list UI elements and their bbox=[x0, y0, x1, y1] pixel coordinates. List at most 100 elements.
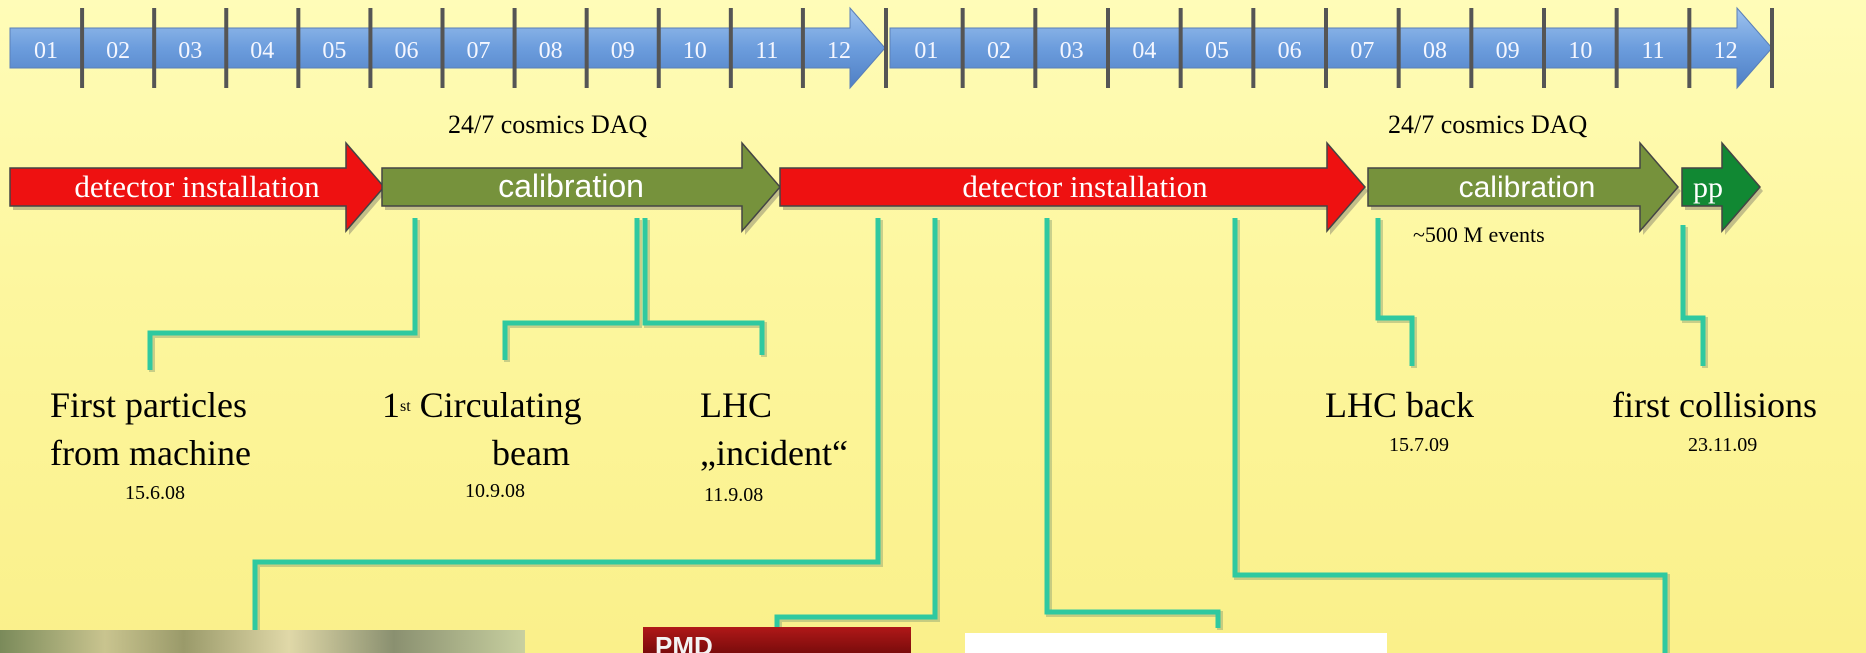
month-tick bbox=[1469, 8, 1473, 88]
month-tick bbox=[729, 8, 733, 88]
phase-label: calibration bbox=[1459, 171, 1596, 204]
month-tick bbox=[1106, 8, 1110, 88]
month-tick bbox=[801, 8, 805, 88]
milestone-date: 15.6.08 bbox=[125, 482, 185, 505]
connector-shadow bbox=[507, 220, 639, 362]
month-tick bbox=[441, 8, 445, 88]
month-label: 01 bbox=[914, 38, 938, 64]
month-tick bbox=[961, 8, 965, 88]
milestone-title-line1: LHC bbox=[700, 384, 772, 426]
milestone-date: 23.11.09 bbox=[1688, 434, 1757, 457]
month-tick bbox=[1251, 8, 1255, 88]
month-label: 10 bbox=[683, 38, 707, 64]
month-label: 12 bbox=[1714, 38, 1738, 64]
month-label: 09 bbox=[611, 38, 635, 64]
connector-shadow bbox=[1237, 220, 1667, 653]
milestone-title-line1: 1st Circulating bbox=[382, 384, 582, 426]
month-label: 07 bbox=[1350, 38, 1374, 64]
connector-line bbox=[1235, 218, 1665, 653]
milestone-date: 10.9.08 bbox=[465, 480, 525, 503]
connector-line bbox=[1378, 218, 1412, 366]
connector-shadow bbox=[257, 220, 880, 632]
photo-detector-hall bbox=[0, 630, 525, 653]
events-label: ~500 M events bbox=[1413, 222, 1545, 248]
month-label: 05 bbox=[1205, 38, 1229, 64]
circulating-text: Circulating bbox=[411, 385, 582, 425]
phase-label: pp bbox=[1693, 171, 1723, 204]
month-label: 07 bbox=[467, 38, 491, 64]
month-tick bbox=[296, 8, 300, 88]
month-label: 09 bbox=[1496, 38, 1520, 64]
month-label: 02 bbox=[106, 38, 130, 64]
milestone-title-line2: beam bbox=[492, 432, 570, 474]
month-label: 04 bbox=[250, 38, 274, 64]
phase-label: detector installation bbox=[74, 169, 320, 204]
month-tick bbox=[368, 8, 372, 88]
pmd-label: PMD bbox=[655, 631, 713, 653]
month-tick bbox=[1770, 8, 1774, 88]
year-arrow-body bbox=[10, 8, 885, 88]
photo-pmd: PMD bbox=[643, 627, 911, 653]
connector-shadow bbox=[1049, 220, 1220, 630]
month-tick bbox=[152, 8, 156, 88]
month-tick bbox=[1687, 8, 1691, 88]
year-arrow-body bbox=[890, 8, 1772, 88]
month-label: 02 bbox=[987, 38, 1011, 64]
month-label: 12 bbox=[827, 38, 851, 64]
month-label: 01 bbox=[34, 38, 58, 64]
milestone-title-line1: first collisions bbox=[1612, 384, 1817, 426]
milestone-title-line1: LHC back bbox=[1325, 384, 1474, 426]
phase-label: calibration bbox=[498, 168, 644, 204]
connector-lines bbox=[150, 218, 1705, 653]
connector-shadow bbox=[779, 220, 937, 632]
daq-label-2009: 24/7 cosmics DAQ bbox=[1388, 110, 1587, 140]
milestone-title-line1: First particles bbox=[50, 384, 247, 426]
milestone-title-line2: „incident“ bbox=[700, 432, 848, 474]
month-label: 06 bbox=[1278, 38, 1302, 64]
month-tick bbox=[80, 8, 84, 88]
month-tick bbox=[1615, 8, 1619, 88]
month-timeline: 01 02 03 04 05 06 07 08 09 10 11 12 01 02 03 04 05 06 07 08… bbox=[10, 8, 1774, 88]
month-label: 08 bbox=[1423, 38, 1447, 64]
connector-line bbox=[1047, 218, 1218, 628]
phase-arrow: detector installation bbox=[10, 143, 387, 235]
month-label: 03 bbox=[1060, 38, 1084, 64]
month-tick bbox=[224, 8, 228, 88]
year-arrow-1: 01 02 03 04 05 06 07 08 09 10 11 12 bbox=[10, 8, 885, 88]
connector-shadow bbox=[152, 220, 417, 372]
month-label: 10 bbox=[1568, 38, 1592, 64]
year-arrow-2: 01 02 03 04 05 06 07 08 09 10 11 12 bbox=[884, 8, 1774, 88]
milestone-date: 15.7.09 bbox=[1389, 434, 1449, 457]
connector-line bbox=[645, 218, 762, 355]
connector-shadow bbox=[647, 220, 764, 357]
connector-line bbox=[150, 218, 415, 370]
phase-arrow: detector installation bbox=[780, 143, 1368, 235]
phase-arrow: pp bbox=[1682, 143, 1763, 235]
month-tick bbox=[1179, 8, 1183, 88]
month-tick bbox=[1397, 8, 1401, 88]
month-label: 06 bbox=[394, 38, 418, 64]
month-tick bbox=[1033, 8, 1037, 88]
connector-line bbox=[777, 218, 935, 630]
milestone-date: 11.9.08 bbox=[704, 484, 763, 507]
month-tick bbox=[513, 8, 517, 88]
connector-line bbox=[505, 218, 637, 360]
daq-label-2008: 24/7 cosmics DAQ bbox=[448, 110, 647, 140]
month-tick bbox=[884, 8, 888, 88]
month-label: 08 bbox=[539, 38, 563, 64]
phase-arrow: calibration bbox=[382, 143, 783, 235]
ordinal-suffix: st bbox=[400, 398, 411, 415]
month-tick bbox=[585, 8, 589, 88]
month-tick bbox=[657, 8, 661, 88]
connector-shadow bbox=[1380, 220, 1414, 368]
month-tick bbox=[1542, 8, 1546, 88]
month-label: 03 bbox=[178, 38, 202, 64]
photo-white-panel bbox=[965, 633, 1387, 653]
ordinal-number: 1 bbox=[382, 385, 400, 425]
month-label: 04 bbox=[1132, 38, 1156, 64]
month-label: 11 bbox=[1641, 38, 1664, 64]
milestone-title-line2: from machine bbox=[50, 432, 251, 474]
month-label: 05 bbox=[322, 38, 346, 64]
month-label: 11 bbox=[755, 38, 778, 64]
